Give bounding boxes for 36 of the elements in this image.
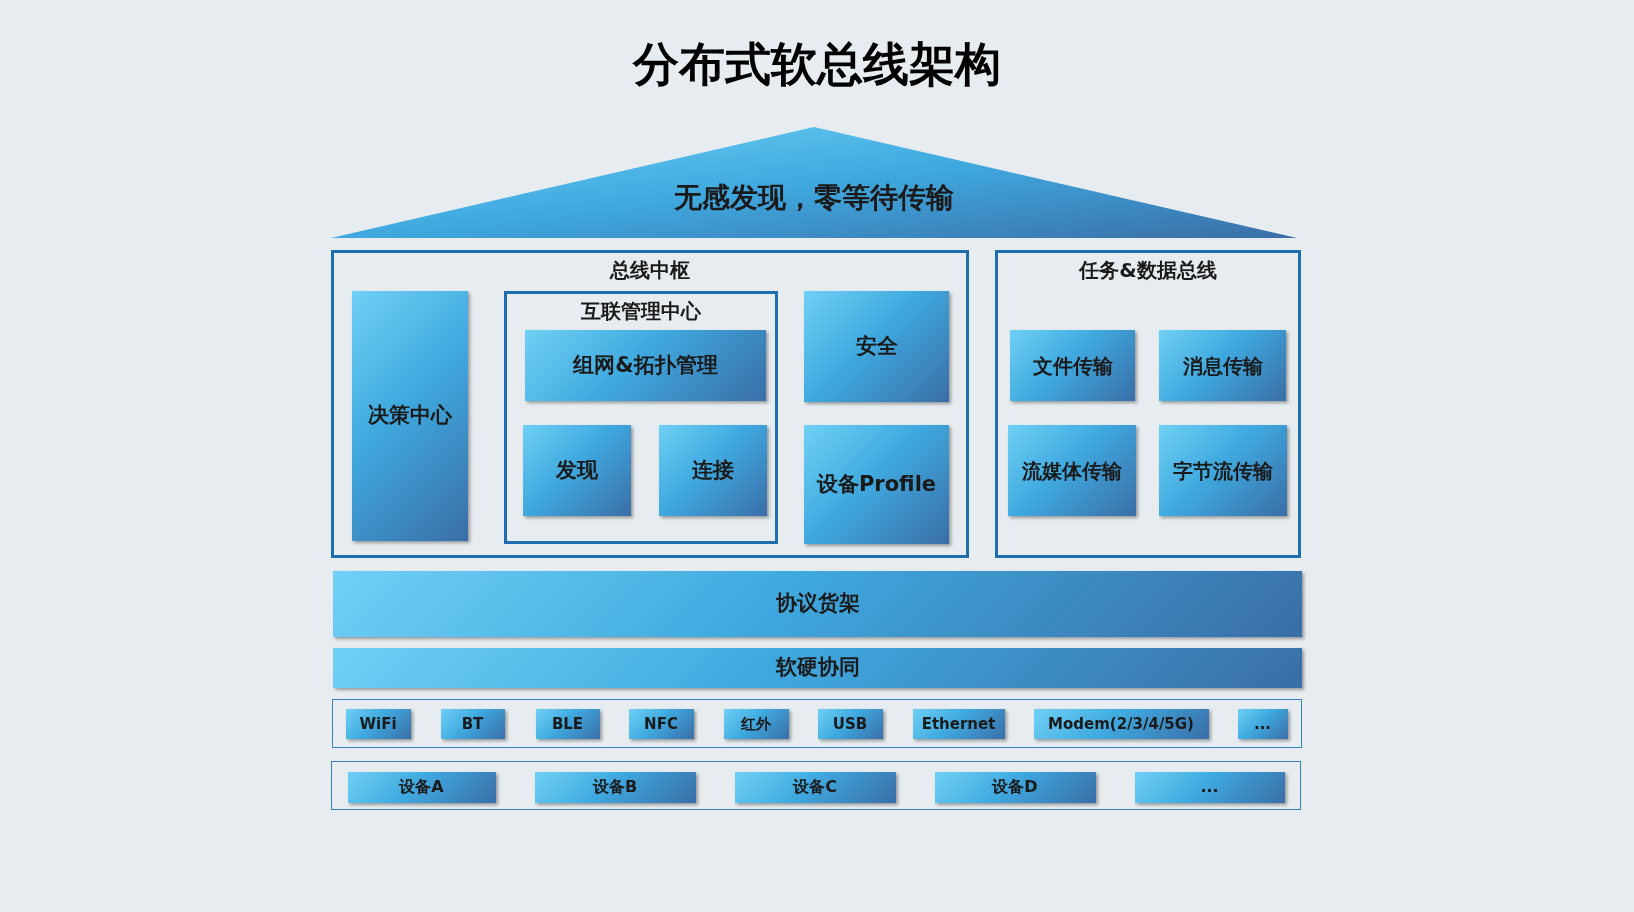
group-heading: 任务&数据总线 <box>1077 257 1218 284</box>
module-box: 决策中心 <box>352 291 468 541</box>
module-box: ... <box>1237 708 1288 739</box>
group-heading: 总线中枢 <box>608 257 691 284</box>
module-box: 设备A <box>347 771 496 803</box>
module-box: 设备C <box>734 771 896 803</box>
module-box: ... <box>1134 771 1285 803</box>
module-box: WiFi <box>345 708 411 739</box>
group-frame <box>995 250 1301 558</box>
module-box: 安全 <box>804 291 949 402</box>
module-box: 设备D <box>934 771 1096 803</box>
module-box: 发现 <box>523 425 631 516</box>
module-box: 设备B <box>534 771 696 803</box>
module-box: 字节流传输 <box>1159 425 1287 516</box>
module-box: 文件传输 <box>1010 330 1135 401</box>
group-frame <box>504 291 778 544</box>
roof-label: 无感发现，零等待传输 <box>673 180 955 216</box>
module-box: BT <box>440 708 505 739</box>
module-box: Ethernet <box>912 708 1005 739</box>
group-heading: 互联管理中心 <box>580 298 702 325</box>
module-box: USB <box>817 708 883 739</box>
layer-bar: 软硬协同 <box>333 648 1302 688</box>
group-frame <box>331 250 969 558</box>
module-box: 组网&拓扑管理 <box>525 330 766 401</box>
group-frame <box>331 761 1301 810</box>
group-frame <box>332 699 1302 748</box>
layer-bar: 协议货架 <box>333 571 1302 637</box>
module-box: 红外 <box>723 708 789 739</box>
module-box: Modem(2/3/4/5G) <box>1033 708 1209 739</box>
module-box: NFC <box>628 708 694 739</box>
title: 分布式软总线架构 <box>633 37 1001 91</box>
module-box: 设备Profile <box>804 425 949 544</box>
module-box: BLE <box>535 708 600 739</box>
module-box: 流媒体传输 <box>1008 425 1136 516</box>
module-box: 连接 <box>659 425 767 516</box>
module-box: 消息传输 <box>1159 330 1286 401</box>
